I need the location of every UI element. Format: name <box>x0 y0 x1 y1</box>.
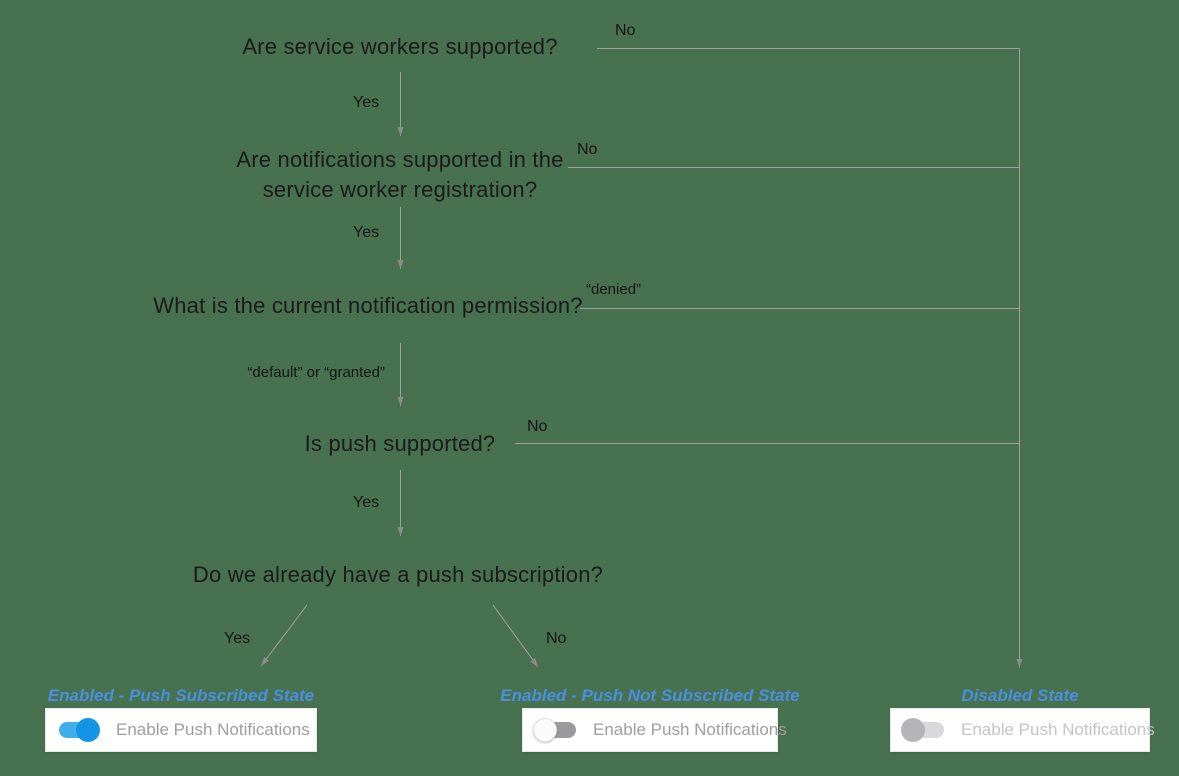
push-toggle-off[interactable] <box>533 717 579 743</box>
state-title-disabled: Disabled State <box>961 686 1079 705</box>
toggle-thumb <box>533 718 557 742</box>
toggle-thumb <box>901 718 925 742</box>
toggle-label: Enable Push Notifications <box>593 720 787 739</box>
state-title-push-subscribed: Enabled - Push Subscribed State <box>47 686 315 705</box>
card-disabled: Enable Push Notifications <box>890 708 1155 752</box>
question-notification-permission: What is the current notification permiss… <box>153 293 583 318</box>
edge-q5-yes-arrow <box>260 604 308 667</box>
toggle-thumb <box>76 718 100 742</box>
edge-label-q3-denied: “denied” <box>586 281 642 298</box>
edge-label-q1-no: No <box>615 22 636 39</box>
card-push-subscribed: Enable Push Notifications <box>45 708 317 752</box>
toggle-label: Enable Push Notifications <box>116 720 310 739</box>
toggle-label: Enable Push Notifications <box>961 720 1155 739</box>
edge-label-q5-no: No <box>546 630 567 647</box>
edge-label-q4-yes: Yes <box>353 494 380 511</box>
question-service-workers-supported: Are service workers supported? <box>242 34 558 59</box>
edge-label-q5-yes: Yes <box>224 630 251 647</box>
question-existing-push-subscription: Do we already have a push subscription? <box>192 562 604 587</box>
edge-label-q2-no: No <box>577 141 598 158</box>
question-push-supported: Is push supported? <box>304 431 496 456</box>
question-notifications-supported: Are notifications supported in the servi… <box>236 147 564 202</box>
edge-label-q4-no: No <box>527 418 548 435</box>
card-push-not-subscribed: Enable Push Notifications <box>522 708 787 752</box>
edge-label-q1-yes: Yes <box>353 94 380 111</box>
state-title-push-not-subscribed: Enabled - Push Not Subscribed State <box>500 686 800 705</box>
push-toggle-disabled <box>901 717 947 743</box>
edge-label-q2-yes: Yes <box>353 224 380 241</box>
edge-q5-no-arrow <box>492 604 539 668</box>
edge-label-q3-default-granted: “default” or “granted” <box>247 364 385 381</box>
push-toggle-on[interactable] <box>56 717 102 743</box>
